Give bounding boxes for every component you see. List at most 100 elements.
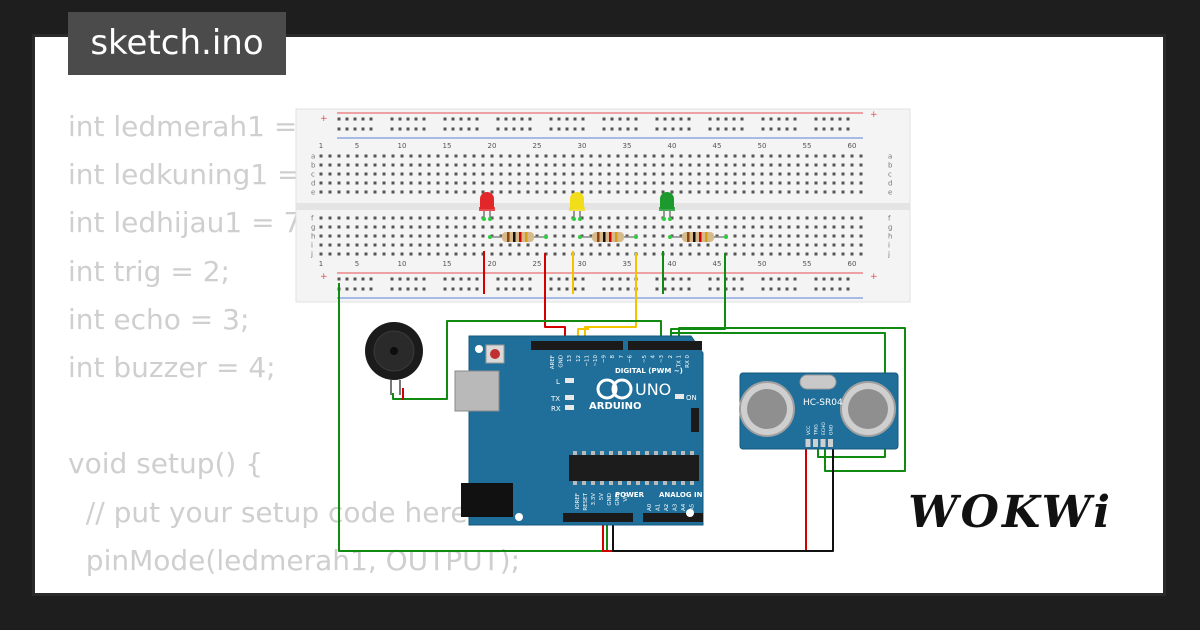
led-rim [569,207,585,211]
breadboard-hole [445,163,449,167]
breadboard-hole [400,163,404,167]
sensor-pin[interactable] [805,439,811,447]
breadboard-hole [364,163,368,167]
rail-hole [626,117,630,121]
breadboard-hole [697,154,701,158]
rail-hole [496,117,500,121]
code-line: void setup() { [68,447,264,481]
breadboard-hole [454,172,458,176]
breadboard-hole [562,163,566,167]
breadboard-hole [661,172,665,176]
breadboard-hole [355,154,359,158]
rail-hole [610,117,614,121]
breadboard-hole [517,172,521,176]
led-rim [659,207,675,211]
sensor-pin[interactable] [813,439,818,447]
rail-hole [398,287,402,291]
breadboard-hole [814,243,818,247]
code-editor[interactable]: int ledmerah1 = 9;int ledkuning1 = 8;int… [68,103,523,593]
row-letter: c [888,171,892,179]
sensor-pin[interactable] [820,439,826,447]
breadboard-hole [625,216,629,220]
breadboard-hole [580,154,584,158]
resistor[interactable] [488,232,548,242]
file-tab[interactable]: sketch.ino [68,12,286,75]
breadboard-hole [661,154,665,158]
breadboard-hole [409,225,413,229]
rail-plus-label-bottom: + [320,272,328,282]
breadboard-hole [391,234,395,238]
rail-hole [830,277,834,281]
pin-label-power: RESET [583,492,589,510]
breadboard-hole [787,225,791,229]
breadboard-hole [715,252,719,256]
breadboard-hole [400,252,404,256]
buzzer[interactable] [365,322,423,395]
breadboard-hole [733,181,737,185]
rail-hole [475,117,479,121]
breadboard-hole [769,243,773,247]
breadboard-hole [589,154,593,158]
resistor[interactable] [578,232,638,242]
pin-label-digital: 12 [576,355,582,362]
rail-hole [361,287,365,291]
breadboard-hole [571,225,575,229]
resistor-band [609,232,612,242]
breadboard-hole [805,190,809,194]
row-letter: g [888,224,892,232]
breadboard-hole [418,252,422,256]
row-letter: i [311,242,313,250]
rail-hole [610,287,614,291]
led-yellow[interactable] [569,192,585,221]
column-number: 1 [319,142,323,150]
breadboard-hole [382,154,386,158]
breadboard-hole [670,181,674,185]
sensor-pin[interactable] [828,439,833,447]
rail-hole [687,127,691,131]
breadboard-hole [445,234,449,238]
breadboard-hole [382,243,386,247]
breadboard-hole [796,163,800,167]
breadboard-hole [337,243,341,247]
led-green[interactable] [659,192,675,221]
led-red[interactable] [479,192,495,221]
rail-hole [422,287,426,291]
rail-hole [422,117,426,121]
column-number: 25 [533,260,542,268]
breadboard-hole [463,181,467,185]
rail-hole [687,287,691,291]
breadboard-hole [742,154,746,158]
pin-label-analog: A5 [690,503,696,511]
column-number: 55 [803,260,812,268]
breadboard-hole [373,163,377,167]
rail-hole [345,127,349,131]
breadboard-hole [751,190,755,194]
breadboard-hole [562,154,566,158]
chip-leg [663,481,667,485]
breadboard-hole [472,225,476,229]
breadboard-hole [634,243,638,247]
resistor[interactable] [668,232,728,242]
breadboard-hole [400,154,404,158]
breadboard-hole [832,216,836,220]
breadboard-hole [472,252,476,256]
breadboard-hole [724,190,728,194]
breadboard-hole [319,225,323,229]
led-pin-dot [482,217,486,221]
breadboard-holes [319,117,863,291]
breadboard-hole [643,190,647,194]
breadboard-hole [859,234,863,238]
breadboard-hole [751,243,755,247]
rail-hole [769,277,773,281]
breadboard-hole [337,216,341,220]
rail-hole [740,117,744,121]
breadboard-hole [778,252,782,256]
rail-hole [777,287,781,291]
pin-label-digital: 8 [610,355,616,359]
rail-hole [475,277,479,281]
breadboard-hole [400,181,404,185]
rail-hole [634,117,638,121]
row-letter: a [311,153,315,161]
